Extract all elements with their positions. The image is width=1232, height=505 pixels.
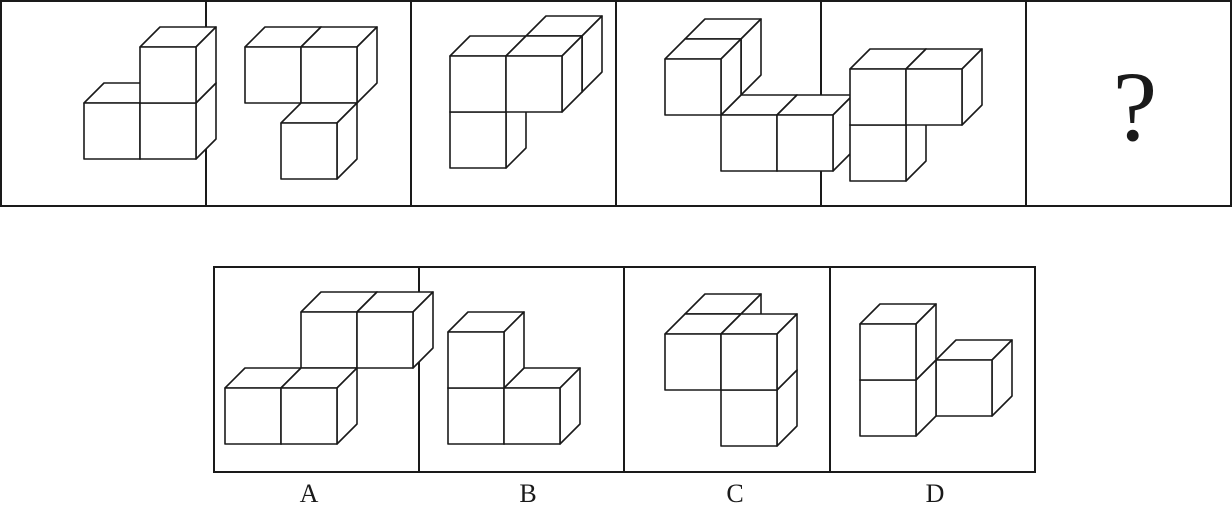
- cube-front-face: [859, 323, 917, 381]
- cube-front-face: [83, 102, 141, 160]
- option-figure-a: [224, 291, 434, 445]
- option-label-a: A: [300, 479, 319, 505]
- question-mark: ?: [1113, 51, 1157, 162]
- sequence-figure-1: [83, 26, 217, 160]
- cube-front-face: [503, 387, 561, 445]
- option-label-b: B: [519, 479, 536, 505]
- sequence-figure-5: [849, 48, 983, 182]
- cube-front-face: [720, 389, 778, 447]
- cube-front-face: [139, 102, 197, 160]
- cube-front-face: [505, 55, 563, 113]
- option-label-d: D: [926, 479, 945, 505]
- option-figure-d: [859, 303, 1013, 437]
- cube-front-face: [224, 387, 282, 445]
- sequence-figure-4: [664, 18, 854, 172]
- sequence-row: ?: [0, 0, 1232, 207]
- cube-front-face: [905, 68, 963, 126]
- sequence-figure-3: [449, 15, 603, 169]
- cube-front-face: [449, 111, 507, 169]
- cube-front-face: [280, 387, 338, 445]
- cube-front-face: [300, 46, 358, 104]
- cube-front-face: [776, 114, 834, 172]
- cube-front-face: [720, 114, 778, 172]
- options-row: A B C D: [213, 266, 1036, 505]
- cube-front-face: [935, 359, 993, 417]
- option-figure-c: [664, 293, 798, 447]
- cube-front-face: [280, 122, 338, 180]
- cube-front-face: [849, 124, 907, 182]
- cube-front-face: [139, 46, 197, 104]
- cube-front-face: [300, 311, 358, 369]
- sequence-figure-2: [244, 26, 378, 180]
- option-label-c: C: [726, 479, 743, 505]
- cube-front-face: [356, 311, 414, 369]
- cube-front-face: [447, 387, 505, 445]
- cube-front-face: [849, 68, 907, 126]
- cube-front-face: [720, 333, 778, 391]
- cube-front-face: [449, 55, 507, 113]
- option-figure-b: [447, 311, 581, 445]
- cube-front-face: [664, 333, 722, 391]
- cube-front-face: [447, 331, 505, 389]
- cube-front-face: [244, 46, 302, 104]
- cube-front-face: [859, 379, 917, 437]
- cube-front-face: [664, 58, 722, 116]
